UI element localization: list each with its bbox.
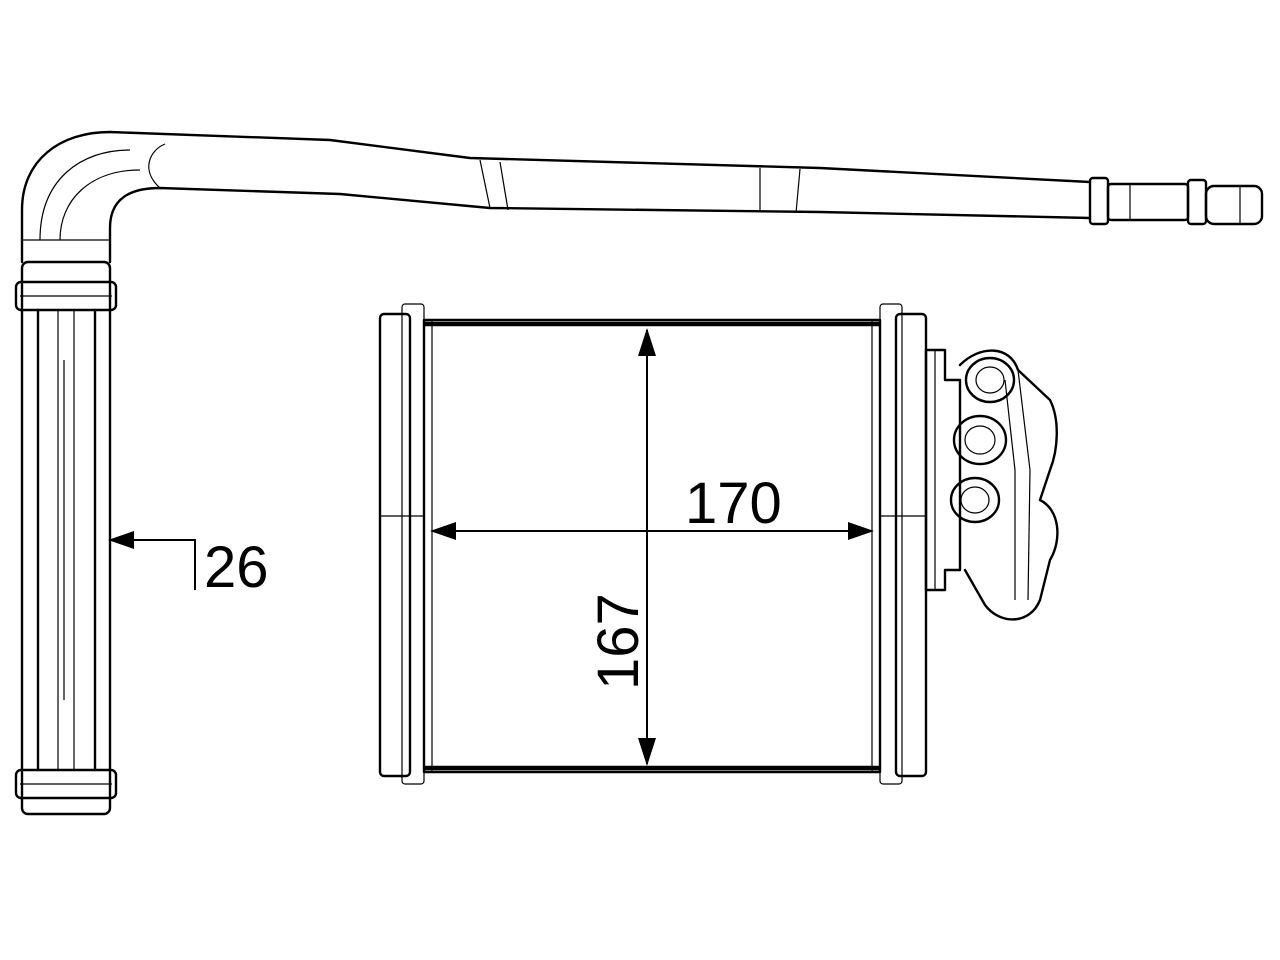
height-arrow-bottom (638, 738, 656, 766)
depth-label: 26 (204, 535, 269, 600)
height-arrow-top (638, 328, 656, 356)
connection-block (924, 348, 1059, 621)
depth-arrow (108, 531, 134, 549)
width-arrow-left (430, 522, 456, 540)
width-label: 170 (685, 471, 782, 536)
width-dimension: 170 (430, 471, 874, 540)
side-view-core (14, 260, 118, 816)
height-label: 167 (586, 593, 651, 690)
width-arrow-right (848, 522, 874, 540)
height-dimension: 167 (586, 328, 656, 766)
depth-dimension: 26 (108, 531, 269, 600)
front-view: 170 167 (378, 303, 1059, 785)
inlet-outlet-pipe (20, 130, 1264, 264)
core-frame (378, 303, 928, 785)
side-view (14, 130, 1264, 816)
